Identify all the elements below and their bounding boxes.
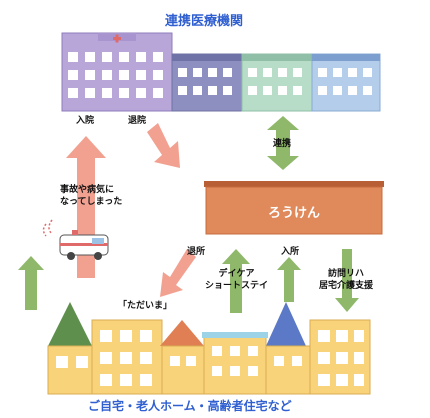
hospital-building-2 <box>171 53 243 112</box>
roken-facility <box>204 181 384 235</box>
house-3 <box>161 345 205 395</box>
blue-roof <box>266 302 306 346</box>
house-5 <box>265 345 311 395</box>
residences-title: ご自宅・老人ホーム・高齢者住宅など <box>88 399 292 413</box>
roken-box <box>205 186 383 235</box>
green-roof <box>48 302 92 346</box>
hospital-buildings <box>61 32 381 112</box>
arrow-green-cooperation <box>267 116 299 170</box>
label-cooperation: 連携 <box>273 139 292 149</box>
arrow-green-home-rehab <box>335 249 359 312</box>
arrow-green-daycare <box>222 249 250 313</box>
arrow-green-admit <box>277 257 301 302</box>
label-discharge-facility: 退所 <box>187 247 206 257</box>
label-discharge-hospital: 退院 <box>128 116 147 126</box>
label-admit-hospital: 入院 <box>76 116 95 126</box>
label-accident: 事故や病気に なってしまった <box>60 185 123 207</box>
residences <box>47 302 371 395</box>
arrow-pink-up-hospital <box>66 136 106 278</box>
ambulance-icon <box>42 219 109 260</box>
roken-label: ろうけん <box>267 206 320 221</box>
arrow-green-left-up <box>18 256 44 310</box>
label-tadaima: 「ただいま」 <box>118 301 173 311</box>
label-home-rehab: 訪問リハ 居宅介護支援 <box>319 269 374 291</box>
arrow-pink-discharge-facility <box>160 249 196 297</box>
hospital-building-3 <box>241 53 313 112</box>
orange-roof <box>160 320 204 346</box>
arrow-pink-discharge-hospital <box>147 123 180 168</box>
house-1 <box>47 345 99 395</box>
house-4 <box>203 335 267 395</box>
hospital-building-4 <box>311 53 381 112</box>
label-admit-facility: 入所 <box>281 247 300 257</box>
hospital-title: 連携医療機関 <box>165 14 244 29</box>
label-daycare: デイケア ショートステイ <box>205 269 269 291</box>
